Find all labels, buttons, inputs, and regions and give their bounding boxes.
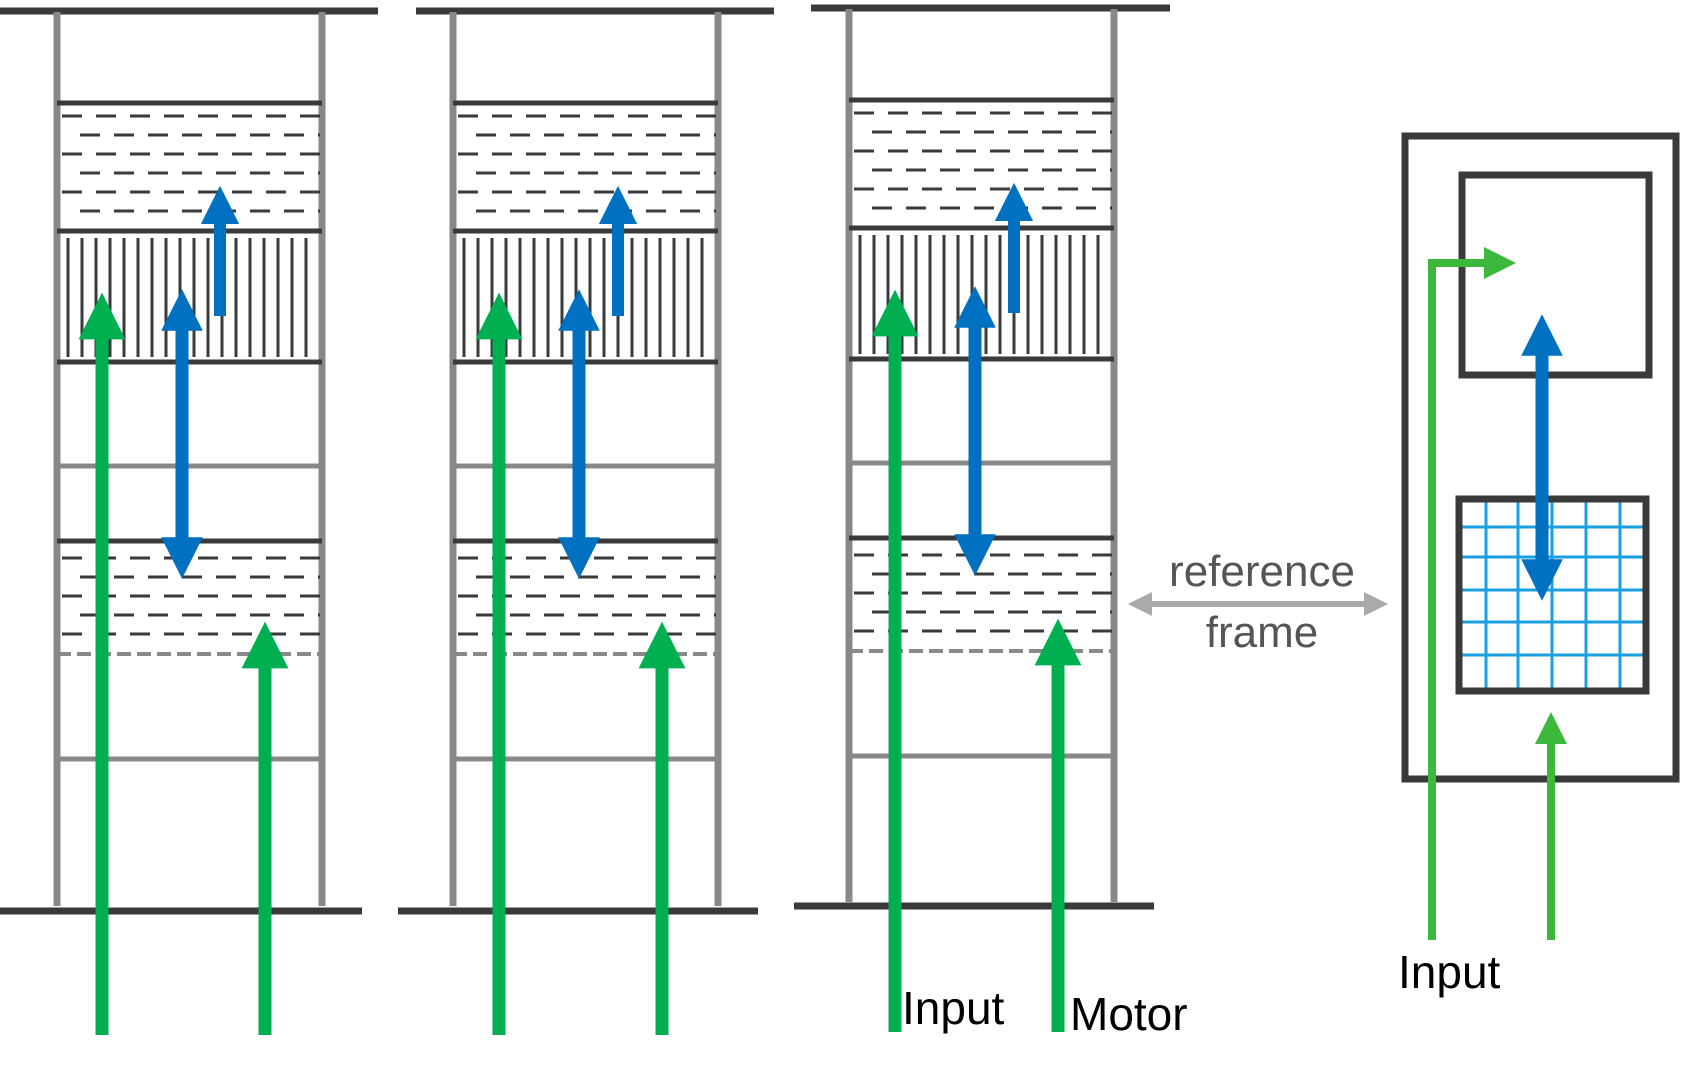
column-3 bbox=[794, 4, 1170, 1032]
upper-box bbox=[1458, 171, 1653, 379]
input-path-arrow bbox=[1428, 247, 1516, 940]
motor-label: Motor bbox=[1070, 988, 1188, 1040]
reference-frame-label-line2: frame bbox=[1206, 608, 1318, 657]
input-label-right: Input bbox=[1398, 946, 1501, 998]
column-1 bbox=[0, 7, 378, 1035]
input-label: Input bbox=[902, 982, 1005, 1034]
reference-frame-label-line1: reference bbox=[1169, 547, 1355, 596]
grid-box bbox=[1455, 495, 1650, 695]
reference-frame-schematic bbox=[1401, 132, 1680, 940]
column-2 bbox=[398, 7, 774, 1035]
